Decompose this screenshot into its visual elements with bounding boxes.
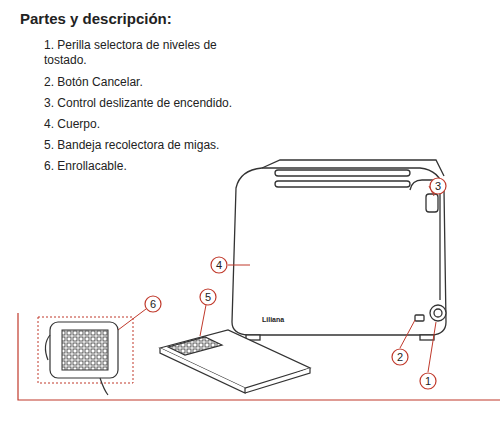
part-description: 6. Enrollacable. <box>44 159 274 174</box>
callout-number: 4 <box>216 260 222 271</box>
cancel-button <box>415 315 424 321</box>
callout-number: 5 <box>205 292 211 303</box>
callout-circle: 1 <box>419 372 437 390</box>
part-description: 3. Control deslizante de encendido. <box>44 96 294 111</box>
callout-number: 3 <box>435 181 441 192</box>
selector-knob <box>430 305 446 321</box>
leader-lines <box>118 186 436 372</box>
callout-number: 2 <box>397 352 403 363</box>
callout-circle: 5 <box>199 288 217 306</box>
part-description: 4. Cuerpo. <box>44 117 274 132</box>
callout-circle: 4 <box>210 256 228 274</box>
callout-circle: 6 <box>144 295 162 313</box>
part-description: 5. Bandeja recolectora de migas. <box>44 138 294 153</box>
brand-name: Liliana <box>262 316 322 325</box>
part-description: 2. Botón Cancelar. <box>44 75 274 90</box>
power-slider <box>426 194 438 212</box>
callout-circle: 2 <box>391 348 409 366</box>
part-description: 1. Perilla selectora de niveles de tosta… <box>44 38 234 68</box>
crumb-tray <box>160 330 310 393</box>
bottom-view-inset <box>38 317 133 395</box>
title: Partes y descripción: <box>20 10 172 27</box>
callout-number: 6 <box>150 299 156 310</box>
toaster-body <box>232 160 446 340</box>
callout-circle: 3 <box>429 177 447 195</box>
callout-number: 1 <box>425 376 431 387</box>
